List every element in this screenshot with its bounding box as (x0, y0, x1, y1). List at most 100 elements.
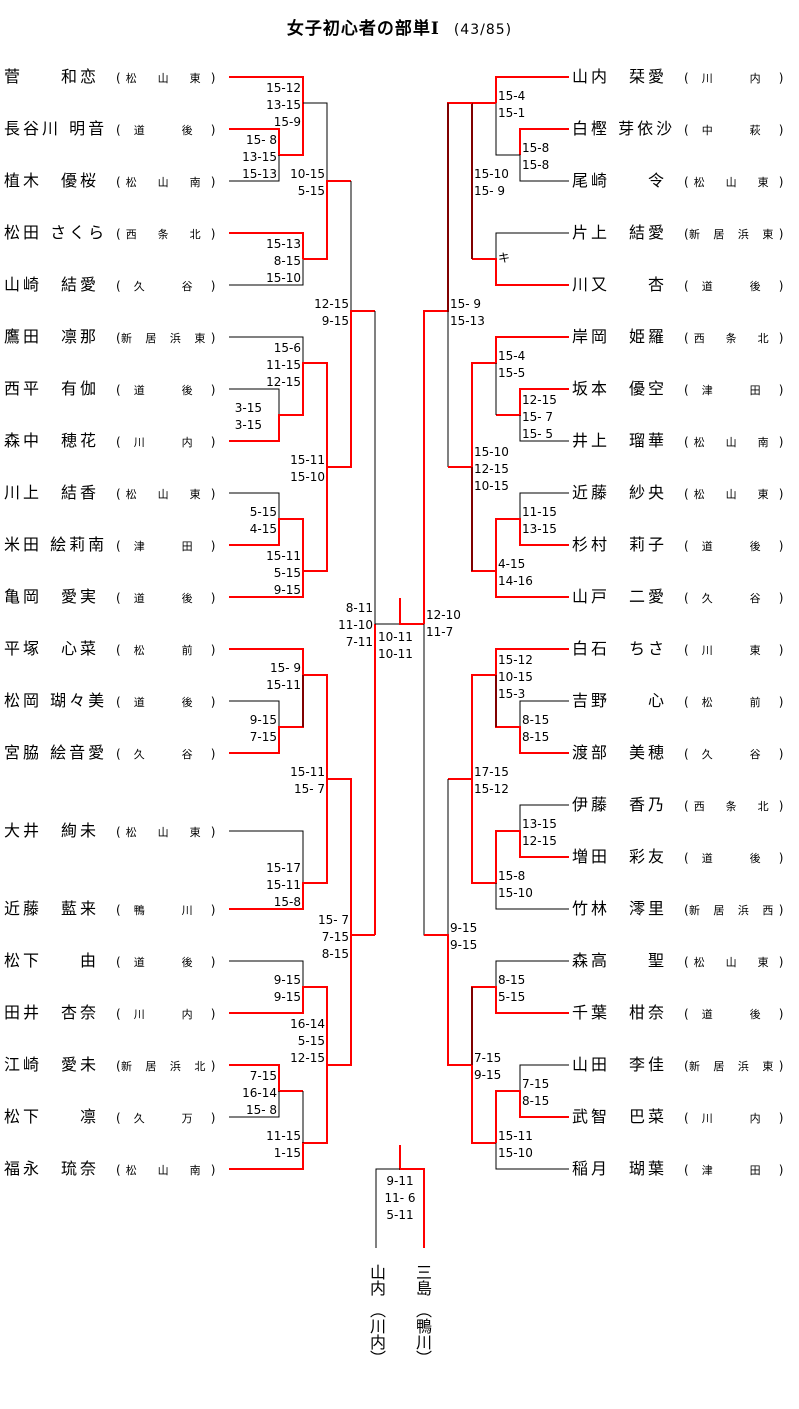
final-score: 9-11 11- 6 5-11 (384, 1174, 416, 1222)
player-name: 渡部 美穂 (572, 743, 668, 762)
player-school: (西 条 北) (684, 795, 783, 818)
school-name: 久 谷 (701, 748, 766, 761)
school-name: 新 居 浜 東 (688, 228, 779, 241)
player-school: (道 後) (684, 1003, 783, 1026)
player-school: (道 後) (116, 379, 215, 402)
school-name: 道 後 (133, 124, 198, 137)
page-title: 女子初心者の部単Ⅰ(43/85) (0, 14, 799, 39)
right-score-s9s10: 11-15 13-15 (522, 505, 557, 536)
winner-path (229, 232, 304, 259)
player-name: 大井 絢未 (4, 821, 100, 840)
left-player-row: 亀岡 愛実(道 後) (4, 586, 215, 608)
school-name: 川 内 (133, 436, 198, 449)
player-name: 松下 由 (4, 951, 100, 970)
left-score-s21: 11-15 1-15 (266, 1129, 301, 1160)
player-school: (新 居 浜 北) (116, 1055, 215, 1078)
left-score-s17s18: 9-15 9-15 (273, 973, 301, 1004)
player-school: (新 居 浜 東) (684, 223, 783, 246)
player-name: 松下 凛 (4, 1107, 100, 1126)
winner-path (303, 180, 351, 260)
bracket-line (495, 883, 569, 910)
bracket-line (229, 388, 280, 415)
player-name: 西平 有伽 (4, 379, 100, 398)
right-score-r3a: 15- 9 15-13 (450, 297, 485, 328)
player-name: 森高 聖 (572, 951, 668, 970)
right-score-s22: 15-11 15-10 (498, 1129, 533, 1160)
left-player-row: 山崎 結愛(久 谷) (4, 274, 215, 296)
player-school: (道 後) (116, 691, 215, 714)
left-score-r2d: 16-14 5-15 12-15 (290, 1017, 325, 1065)
school-name: 道 後 (701, 540, 766, 553)
player-school: (新 居 浜 西) (684, 899, 783, 922)
left-score-s4s5: 15-13 8-15 15-10 (266, 237, 301, 285)
winner-path (399, 598, 424, 625)
school-name: 川 内 (701, 72, 766, 85)
left-finalist: 山内 ︵川内︶ (366, 1264, 386, 1366)
school-name: 久 谷 (133, 748, 198, 761)
player-school: (松 山 東) (684, 951, 783, 974)
school-name: 松 前 (133, 644, 198, 657)
player-school: (松 山 東) (116, 821, 215, 844)
right-finalist: 三島 ︵鴨川︶ (412, 1264, 432, 1366)
school-name: 道 後 (133, 384, 198, 397)
player-name: 伊藤 香乃 (572, 795, 668, 814)
school-name: 松 山 東 (693, 176, 774, 189)
right-player-row: 竹林 澪里 (新 居 浜 西) (572, 898, 783, 920)
bracket-line (229, 492, 280, 519)
player-name: 川又 杏 (572, 275, 668, 294)
player-school: (道 後) (684, 535, 783, 558)
player-school: (松 山 東) (116, 483, 215, 506)
school-name: 川 内 (133, 1008, 198, 1021)
left-score-semi: 8-11 11-10 7-11 (338, 601, 373, 649)
right-player-row: 井上 瑠華(松 山 南) (572, 430, 783, 452)
bracket-line (495, 103, 569, 182)
right-player-row: 白石 ちさ(川 東) (572, 638, 783, 660)
bracket-line (519, 1064, 569, 1091)
left-score-s2s3: 15- 8 13-15 15-13 (242, 133, 277, 181)
right-player-row: 坂本 優空(津 田) (572, 378, 783, 400)
school-name: 津 田 (133, 540, 198, 553)
right-score-semi: 12-10 11-7 (426, 608, 461, 639)
right-finalist-school-text: 鴨川 (413, 1318, 432, 1350)
bracket-line (495, 960, 569, 987)
right-score-r2b: 15-10 12-15 10-15 (474, 445, 509, 493)
bracket-line (229, 155, 280, 182)
right-player-row: 片上 結愛(新 居 浜 東) (572, 222, 783, 244)
player-school: (西 条 北) (116, 223, 215, 246)
right-player-row: 杉村 莉子(道 後) (572, 534, 783, 556)
player-name: 千葉 柑奈 (572, 1003, 668, 1022)
right-player-row: 尾崎 令(松 山 東) (572, 170, 783, 192)
player-school: (松 山 南) (116, 171, 215, 194)
left-score-r2a: 10-15 5-15 (290, 167, 325, 198)
right-player-row: 武智 巴菜(川 内) (572, 1106, 783, 1128)
player-name: 米田 絵莉南 (4, 535, 108, 554)
school-name: 川 内 (701, 1112, 766, 1125)
player-name: 福永 琉奈 (4, 1159, 100, 1178)
school-name: 新 居 浜 東 (120, 332, 211, 345)
school-name: 新 居 浜 北 (120, 1060, 211, 1073)
left-player-row: 平塚 心菜(松 前) (4, 638, 215, 660)
player-name: 武智 巴菜 (572, 1107, 668, 1126)
right-player-row: 山戸 二愛(久 谷) (572, 586, 783, 608)
left-player-row: 森中 穂花(川 内) (4, 430, 215, 452)
right-score-s4s5: キ (498, 251, 511, 265)
left-score-s1: 15-12 13-15 15-9 (266, 81, 301, 129)
right-score-s1: 15-4 15-1 (498, 89, 526, 120)
player-school: (鴨 川) (116, 899, 215, 922)
left-player-row: 長谷川 明音(道 後) (4, 118, 215, 140)
winner-path (495, 1090, 569, 1143)
bracket-line (472, 232, 569, 260)
left-score-r3a: 12-15 9-15 (314, 297, 349, 328)
player-school: (西 条 北) (684, 327, 783, 350)
right-score-s11: 4-15 14-16 (498, 557, 533, 588)
right-finalist-name: 三島 (413, 1264, 432, 1296)
school-name: 松 山 南 (693, 436, 774, 449)
bracket-line (229, 830, 304, 883)
player-name: 竹林 澪里 (572, 899, 668, 918)
title-text: 女子初心者の部単Ⅰ (286, 19, 440, 39)
right-player-row: 山田 李佳(新 居 浜 東) (572, 1054, 783, 1076)
player-name: 松岡 瑚々美 (4, 691, 108, 710)
player-school: (道 後) (116, 951, 215, 974)
left-player-row: 鷹田 凛那(新 居 浜 東) (4, 326, 215, 348)
left-score-s11: 15-11 5-15 9-15 (266, 549, 301, 597)
